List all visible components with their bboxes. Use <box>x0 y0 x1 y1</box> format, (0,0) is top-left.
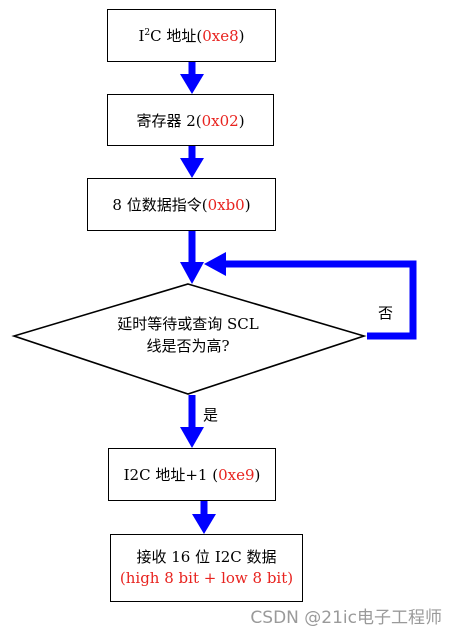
arrow-decision-to-step4 <box>180 395 204 448</box>
no-label: 否 <box>378 304 394 322</box>
step-data-command-text: 8 位数据指令(0xb0) <box>112 194 250 215</box>
step1-close: ) <box>238 27 245 45</box>
step1-sup: 2 <box>144 28 151 38</box>
step5-line2: (high 8 bit + low 8 bit) <box>119 569 294 587</box>
arrow-step4-to-step5 <box>192 501 216 534</box>
step4-text-wrap: I2C 地址+1 (0xe9) <box>124 464 261 485</box>
decision-line1: 延时等待或查询 SCL <box>117 315 259 333</box>
step2-code: 0x02 <box>201 111 239 130</box>
step3-code: 0xb0 <box>207 196 245 214</box>
step-i2c-address-plus-one: I2C 地址+1 (0xe9) <box>108 448 276 501</box>
step4-close: ) <box>254 466 261 484</box>
decision-line2: 线是否为高? <box>146 337 230 355</box>
step3-close: ) <box>244 196 251 214</box>
watermark: CSDN @21ic电子工程师 <box>250 608 442 628</box>
arrow-step2-to-step3 <box>180 146 204 178</box>
step4-code: 0xe9 <box>218 466 255 484</box>
decision-diamond <box>11 283 367 395</box>
step-i2c-address: I2C 地址(0xe8) <box>107 9 276 62</box>
step3-text: 8 位数据指令( <box>112 196 208 214</box>
step5-line1: 接收 16 位 I2C 数据 <box>136 548 277 566</box>
arrow-step3-to-decision <box>180 231 204 284</box>
step4-text: I2C 地址+1 ( <box>123 466 219 484</box>
step1-prefix: I <box>138 27 145 45</box>
step2-close: ) <box>238 111 245 130</box>
step-data-command: 8 位数据指令(0xb0) <box>87 178 276 231</box>
decision-text: 延时等待或查询 SCL 线是否为高? <box>60 313 316 357</box>
step1-suffix: C 地址( <box>150 27 203 45</box>
step-i2c-address-text: I2C 地址(0xe8) <box>138 25 244 46</box>
step-register: 寄存器 2(0x02) <box>107 94 274 146</box>
arrow-no-loop <box>204 252 417 340</box>
arrow-step1-to-step2 <box>180 62 204 94</box>
step2-text: 寄存器 2( <box>136 111 202 130</box>
yes-label: 是 <box>203 406 219 424</box>
step-receive-data: 接收 16 位 I2C 数据 (high 8 bit + low 8 bit) <box>110 534 303 602</box>
step-register-text: 寄存器 2(0x02) <box>136 110 244 131</box>
step1-code: 0xe8 <box>202 27 239 45</box>
